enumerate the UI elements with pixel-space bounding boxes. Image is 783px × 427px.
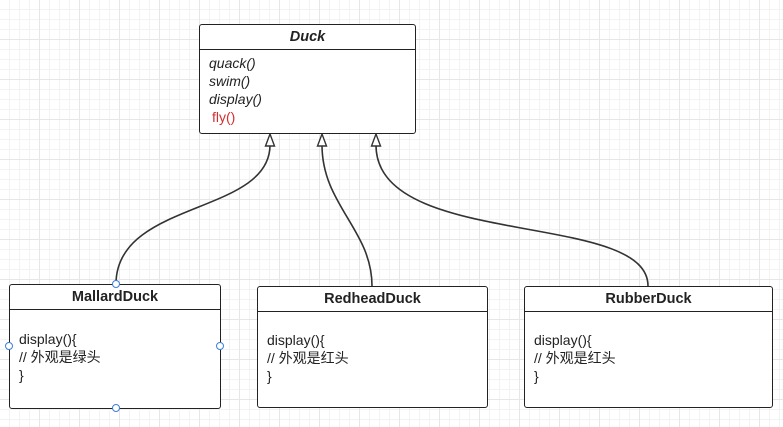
generalization-arrowhead-3 xyxy=(370,132,382,147)
class-redheadduck[interactable]: RedheadDuck display(){ // 外观是红头 } xyxy=(257,286,488,408)
connector-mallard-to-duck[interactable] xyxy=(115,144,271,285)
selection-handle-bottom[interactable] xyxy=(112,404,120,412)
generalization-arrowhead-2 xyxy=(316,132,328,147)
connector-redhead-to-duck[interactable] xyxy=(321,144,373,287)
generalization-arrowhead-1 xyxy=(264,132,276,147)
code-comment: // 外观是绿头 xyxy=(19,349,101,365)
code-line: display(){ xyxy=(267,332,325,348)
method-swim: swim() xyxy=(209,73,251,89)
class-rubberduck[interactable]: RubberDuck display(){ // 外观是红头 } xyxy=(524,286,773,408)
code-comment: // 外观是红头 xyxy=(267,350,349,366)
selection-handle-top[interactable] xyxy=(112,280,120,288)
code-line: } xyxy=(19,367,24,383)
class-rubberduck-body: display(){ // 外观是红头 } xyxy=(525,312,772,389)
code-comment: // 外观是红头 xyxy=(534,350,616,366)
class-redheadduck-body: display(){ // 外观是红头 } xyxy=(258,312,487,389)
code-line: } xyxy=(267,368,272,384)
selection-handle-left[interactable] xyxy=(5,342,13,350)
class-duck-name: Duck xyxy=(200,25,415,50)
class-rubberduck-name: RubberDuck xyxy=(525,287,772,312)
class-redheadduck-name: RedheadDuck xyxy=(258,287,487,312)
class-mallardduck[interactable]: MallardDuck display(){ // 外观是绿头 } xyxy=(9,284,221,409)
code-line: } xyxy=(534,368,539,384)
code-line: display(){ xyxy=(534,332,592,348)
method-display: display() xyxy=(209,91,262,107)
code-line: display(){ xyxy=(19,331,77,347)
selection-handle-right[interactable] xyxy=(216,342,224,350)
class-mallardduck-body: display(){ // 外观是绿头 } xyxy=(10,310,220,388)
class-mallardduck-name: MallardDuck xyxy=(10,285,220,310)
method-fly: fly() xyxy=(212,109,236,125)
connector-rubber-to-duck[interactable] xyxy=(375,144,649,287)
class-duck[interactable]: Duck quack() swim() display() fly() xyxy=(199,24,416,134)
method-quack: quack() xyxy=(209,55,256,71)
class-duck-methods: quack() swim() display() fly() xyxy=(200,50,415,130)
